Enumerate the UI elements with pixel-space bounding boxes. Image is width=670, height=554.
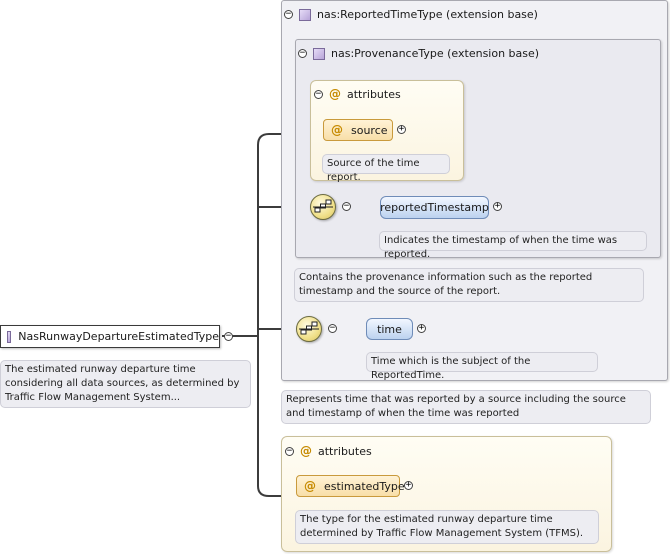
sequence-glyph [299, 321, 319, 335]
attribute-icon: @ [304, 479, 316, 493]
estimated-type-attribute[interactable]: @ estimatedType [296, 475, 405, 497]
branch-to-estimated [257, 336, 296, 497]
attributes-label: attributes [318, 444, 372, 458]
collapse-toggle[interactable]: − [298, 48, 307, 58]
root-type-node[interactable]: NasRunwayDepartureEstimatedType [0, 325, 220, 348]
complex-type-icon [7, 330, 12, 343]
reported-timestamp-description: Indicates the timestamp of when the time… [379, 231, 647, 260]
collapse-toggle[interactable]: − [224, 331, 233, 341]
reported-time-title: nas:ReportedTimeType (extension base) [317, 8, 538, 21]
time-description: Time which is the subject of the Reporte… [366, 352, 598, 381]
root-type-name: NasRunwayDepartureEstimatedType [18, 330, 219, 343]
expand-toggle[interactable]: + [417, 323, 426, 333]
reported-timestamp-name: reportedTimestamp [380, 201, 489, 214]
complex-type-icon [299, 8, 311, 21]
expand-toggle[interactable]: + [404, 480, 413, 490]
time-element-name: time [377, 322, 402, 336]
collapse-toggle[interactable]: − [342, 201, 351, 211]
estimated-type-name: estimatedType [324, 479, 405, 493]
attribute-icon: @ [329, 87, 341, 101]
complex-type-icon [313, 47, 325, 60]
sequence-icon[interactable] [296, 316, 322, 342]
sequence-glyph [313, 199, 333, 213]
expand-toggle[interactable]: + [397, 124, 406, 134]
collapse-toggle[interactable]: − [285, 445, 294, 456]
branch-to-source [257, 133, 312, 336]
source-description: Source of the time report. [322, 154, 450, 183]
provenance-title: nas:ProvenanceType (extension base) [331, 47, 540, 60]
provenance-attributes-header: − @ attributes [314, 87, 401, 101]
reported-time-header: − nas:ReportedTimeType (extension base) [284, 8, 538, 21]
estimated-type-description: The type for the estimated runway depart… [295, 510, 599, 544]
time-element[interactable]: time [366, 318, 413, 340]
attribute-icon: @ [331, 123, 343, 137]
attribute-icon: @ [300, 444, 312, 458]
collapse-toggle[interactable]: − [284, 9, 293, 19]
reported-timestamp-element[interactable]: reportedTimestamp [380, 196, 489, 219]
reported-time-description: Represents time that was reported by a s… [281, 390, 651, 424]
attributes-label: attributes [347, 87, 401, 101]
provenance-description: Contains the provenance information such… [294, 268, 644, 302]
provenance-header: − nas:ProvenanceType (extension base) [298, 47, 539, 60]
own-attributes-header: − @ attributes [285, 444, 372, 458]
root-description: The estimated runway departure time cons… [0, 360, 251, 408]
collapse-toggle[interactable]: − [328, 323, 337, 333]
sequence-icon[interactable] [310, 194, 336, 220]
collapse-toggle[interactable]: − [314, 88, 323, 99]
expand-toggle[interactable]: + [493, 201, 502, 211]
source-attribute[interactable]: @ source [323, 119, 393, 141]
source-attribute-name: source [351, 123, 388, 137]
